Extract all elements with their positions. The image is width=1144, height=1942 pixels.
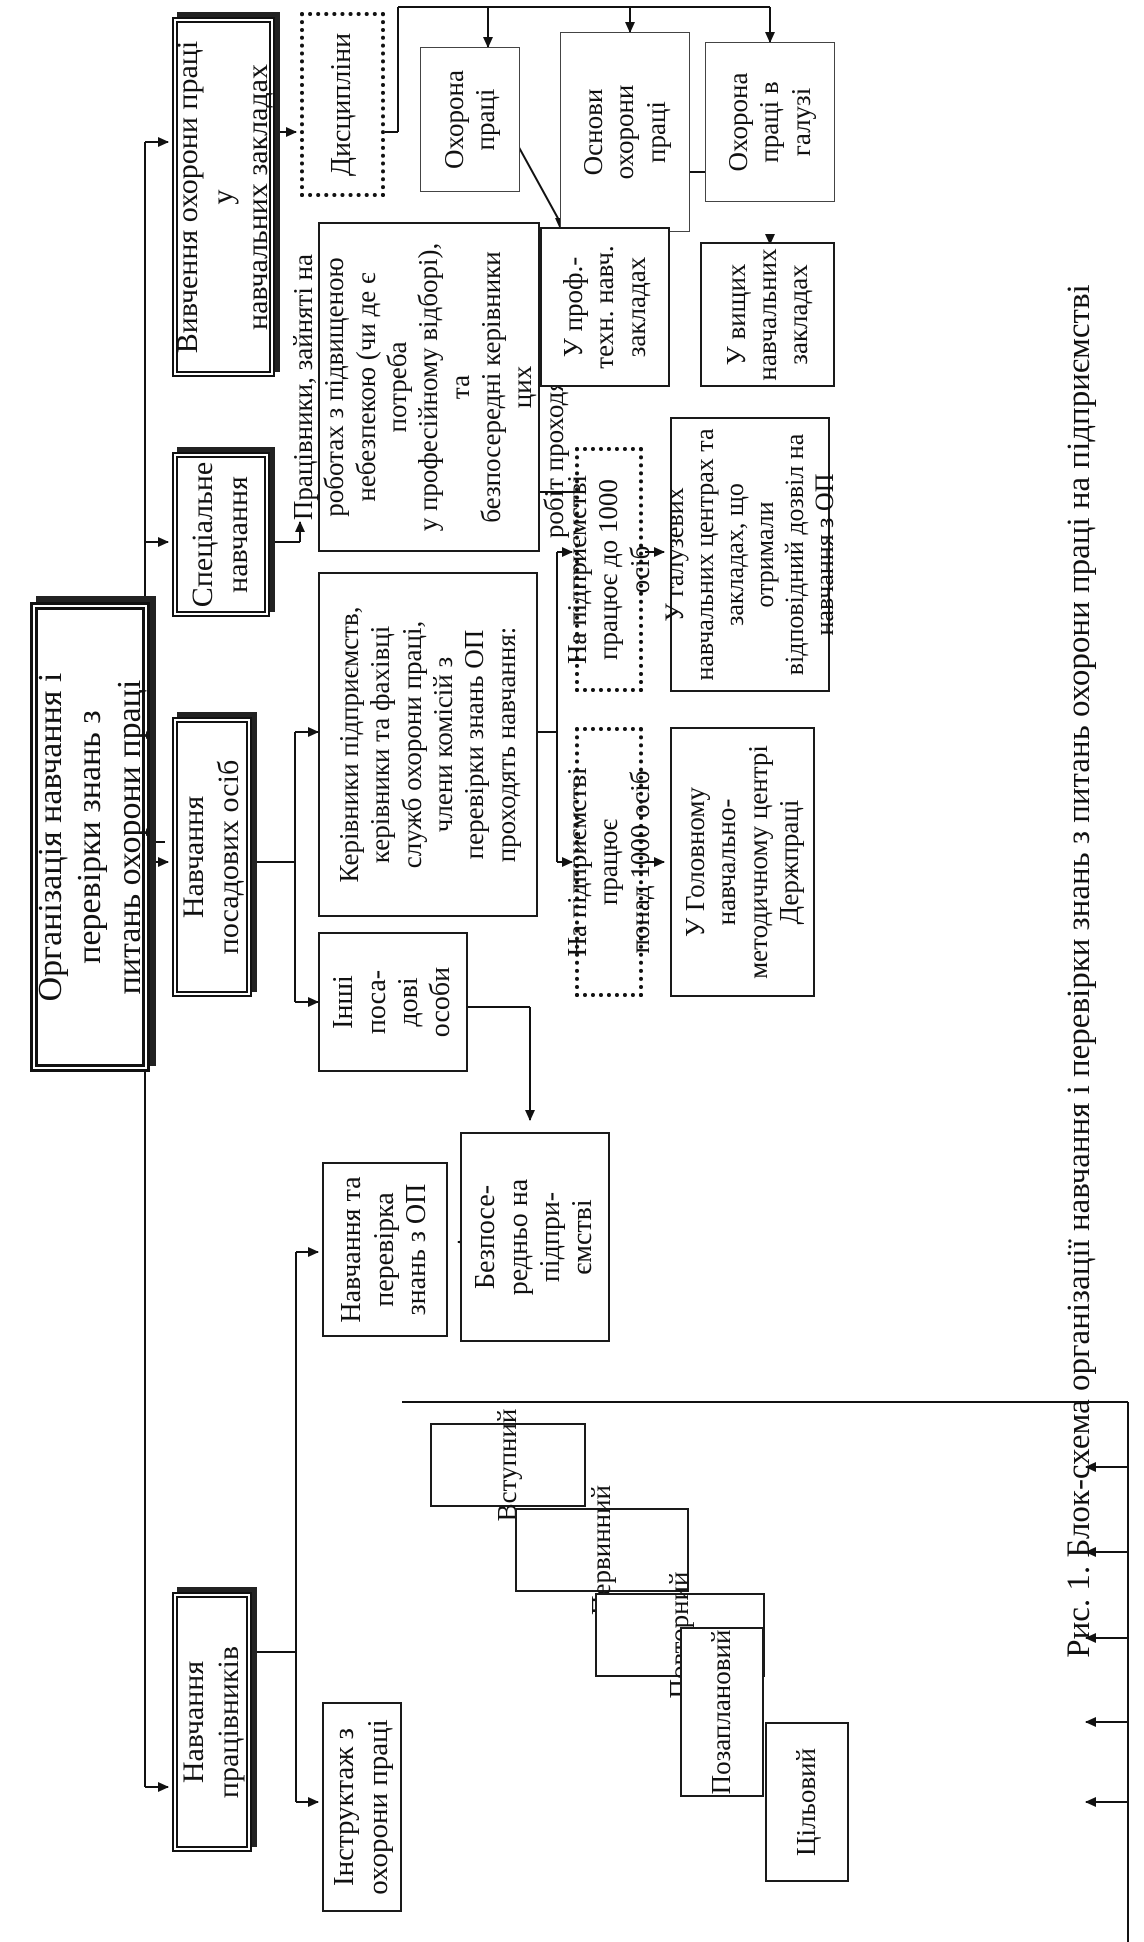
main-center-label: У Головному навчально- методичному центр… [679, 745, 804, 979]
root-label: Організація навчання і перевірки знань з… [31, 672, 148, 1002]
disciplines-label: Дисципліни [326, 32, 358, 177]
higher-schools-label: У вищих навчальних закладах [720, 248, 814, 381]
branch-workers-label: Навчання працівників [177, 1645, 245, 1799]
subject-okhorona-pratsi: Охорона праці [420, 47, 520, 192]
training-check-box: Навчання та перевірка знань з ОП [322, 1162, 448, 1337]
subject-osnovy-okhorony-pratsi: Основи охорони праці [560, 32, 690, 232]
special-workers-label: Працівники, зайняті на роботах з підвище… [288, 236, 569, 539]
disciplines-box: Дисципліни [300, 12, 385, 197]
subject-label: Охорона праці [438, 70, 500, 169]
branch-special-box: Спеціальне навчання [172, 452, 270, 617]
over-1000-box: На підприємстві працює понад 1000 осіб [562, 727, 655, 997]
briefing-type-label: Позаплановий [706, 1629, 737, 1795]
at-enterprise-box: Безпосе- редньо на підпри- ємстві [460, 1132, 610, 1342]
briefing-type-label: Вступний [492, 1408, 523, 1522]
managers-label: Керівники підприємств, керівники та фахі… [334, 606, 521, 883]
vocational-schools-box: У проф.- техн. навч. закладах [540, 227, 670, 387]
briefing-type-pozaplanovyi: Позаплановий [680, 1627, 764, 1797]
figure-caption: Рис. 1. Блок-схема організації навчання … [1061, 284, 1097, 1658]
briefing-type-vstupnyi: Вступний [430, 1409, 586, 1521]
special-workers-box: Працівники, зайняті на роботах з підвище… [288, 222, 569, 552]
managers-box: Керівники підприємств, керівники та фахі… [318, 572, 538, 917]
subject-okhorona-pratsi-v-haluzi: Охорона праці в галузі [705, 42, 835, 202]
briefing-box: Інструктаж з охорони праці [322, 1702, 402, 1912]
higher-schools-box: У вищих навчальних закладах [700, 242, 835, 387]
branch-workers-box: Навчання працівників [172, 1592, 252, 1852]
other-officials-box: Інші поса- дові особи [318, 932, 468, 1072]
up-to-1000-box: На підприємстві працює до 1000 осіб [562, 447, 655, 692]
branch-schools-box: Вивчення охорони праці у навчальних закл… [171, 17, 275, 377]
branch-special-label: Спеціальне навчання [186, 461, 254, 608]
other-officials-label: Інші поса- дові особи [328, 966, 457, 1038]
root-box: Організація навчання і перевірки знань з… [30, 602, 150, 1072]
briefing-type-tsilovyi: Цільовий [765, 1722, 849, 1882]
branch-officials-box: Навчання посадових осіб [172, 717, 252, 997]
up-to-1000-label: На підприємстві працює до 1000 осіб [562, 474, 655, 665]
branch-centers-label: У галузевих навчальних центрах та заклад… [659, 428, 840, 681]
subject-label: Охорона праці в галузі [723, 72, 816, 172]
branch-centers-box: У галузевих навчальних центрах та заклад… [660, 417, 839, 692]
briefing-type-pervynnyi: Первинний [515, 1485, 689, 1615]
training-check-label: Навчання та перевірка знань з ОП [336, 1176, 433, 1323]
briefing-label: Інструктаж з охорони праці [328, 1719, 394, 1895]
subject-label: Основи охорони праці [578, 84, 671, 180]
branch-schools-label: Вивчення охорони праці у навчальних закл… [171, 40, 274, 354]
main-center-box: У Головному навчально- методичному центр… [670, 727, 815, 997]
at-enterprise-label: Безпосе- редньо на підпри- ємстві [470, 1178, 599, 1296]
vocational-schools-label: У проф.- техн. навч. закладах [558, 245, 651, 369]
briefing-type-label: Цільовий [791, 1748, 822, 1856]
branch-officials-label: Навчання посадових осіб [177, 759, 245, 955]
over-1000-label: На підприємстві працює понад 1000 осіб [562, 767, 655, 957]
